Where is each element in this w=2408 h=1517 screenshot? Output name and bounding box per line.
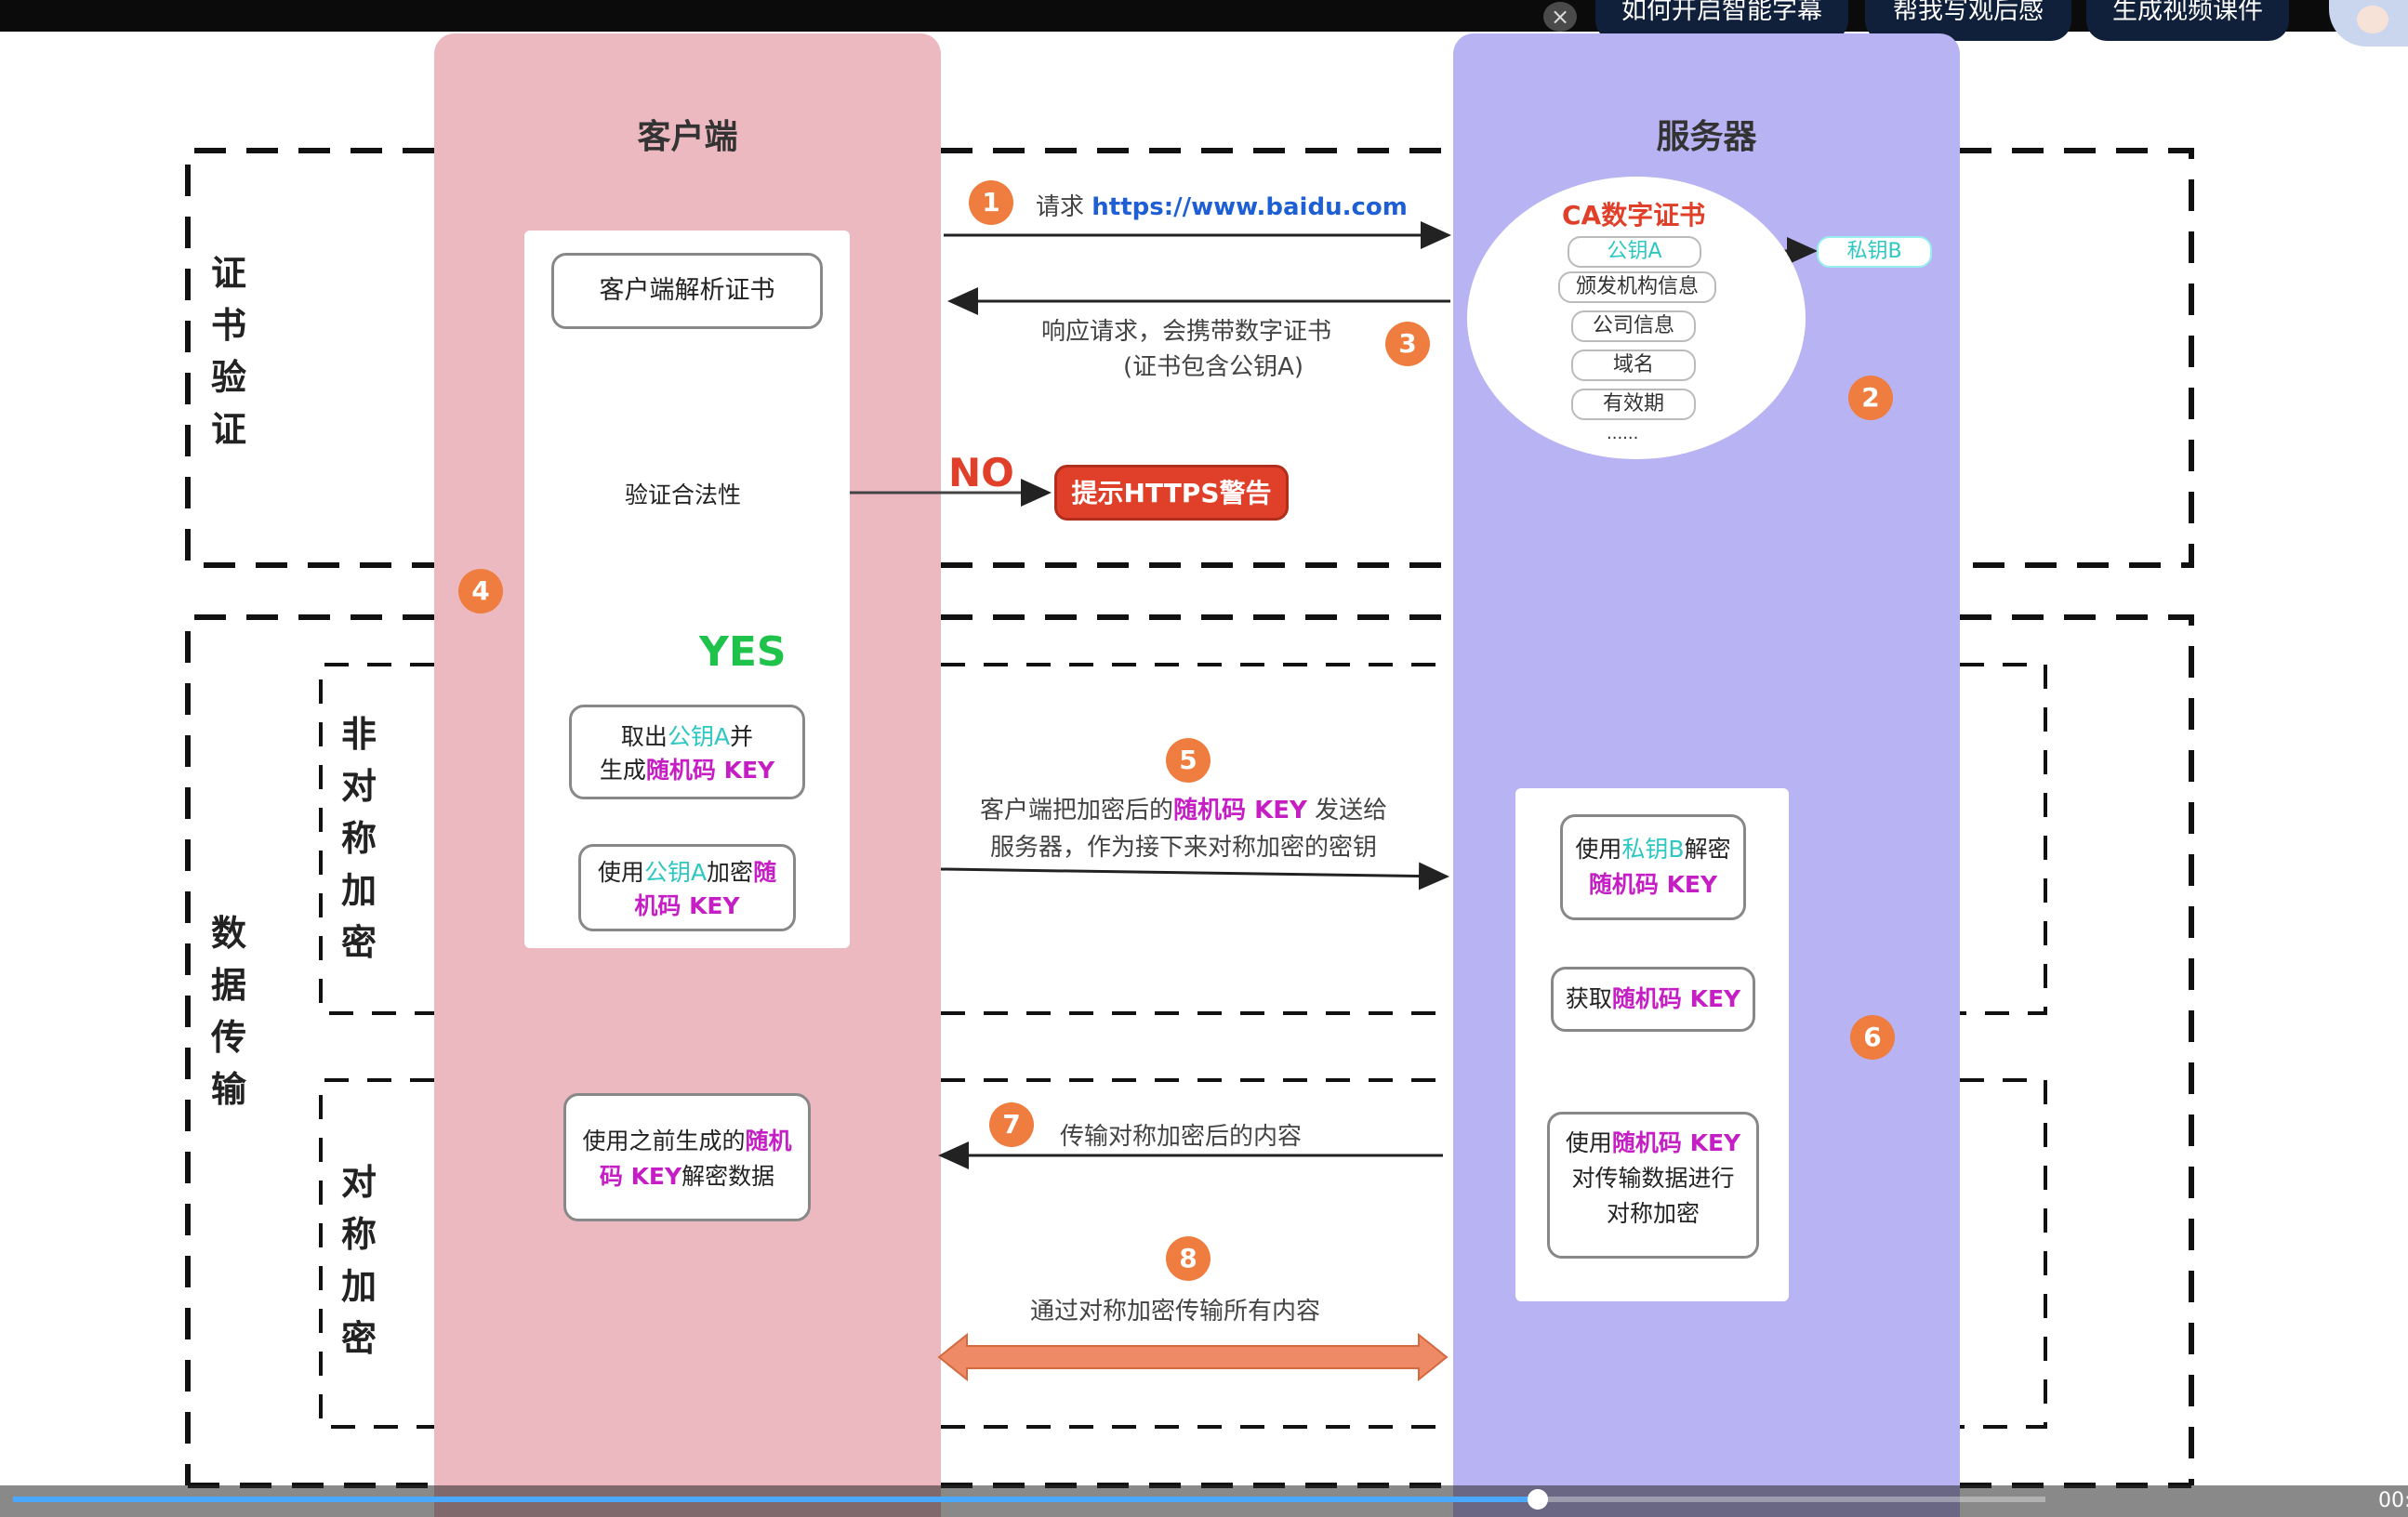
step1-text: 请求 https://www.baidu.com	[1036, 193, 1408, 221]
step-badge-4: 4	[458, 569, 503, 613]
ca-item-public-key: 公钥A	[1568, 236, 1701, 268]
private-key-b: 私钥B	[1817, 236, 1932, 268]
ca-item-validity: 有效期	[1571, 389, 1696, 420]
client-title: 客户端	[637, 118, 738, 156]
step3-text: 响应请求，会携带数字证书(证书包含公钥A)	[1041, 318, 1332, 381]
yes-label: YES	[699, 628, 787, 676]
symmetric-transfer-arrow	[937, 1332, 1449, 1382]
ca-item-company: 公司信息	[1571, 310, 1696, 342]
close-icon[interactable]: ×	[1543, 2, 1577, 32]
step8-text: 通过对称加密传输所有内容	[1030, 1298, 1321, 1326]
progress-fill	[13, 1497, 1538, 1502]
step-badge-6: 6	[1850, 1015, 1895, 1060]
step-badge-5: 5	[1166, 738, 1211, 783]
client-process-panel	[524, 231, 850, 948]
no-label: NO	[948, 450, 1014, 495]
ca-item-more: ......	[1607, 424, 1639, 443]
section-asym-label: 非对称加密	[340, 714, 377, 963]
section-sym-label: 对称加密	[340, 1162, 377, 1359]
step-badge-8: 8	[1166, 1236, 1211, 1281]
video-progress-area: 00:	[0, 1485, 2408, 1517]
server-title: 服务器	[1656, 118, 1757, 156]
section-data-label: 数据传输	[210, 913, 246, 1110]
time-display: 00:	[2378, 1489, 2408, 1512]
ca-item-issuer: 颁发机构信息	[1558, 271, 1716, 303]
extract-key-a-box: 取出公钥A并 生成随机码 KEY	[569, 705, 805, 799]
step-badge-2: 2	[1848, 376, 1893, 420]
client-decrypt-box: 使用之前生成的随机 码 KEY解密数据	[563, 1093, 811, 1221]
step7-text: 传输对称加密后的内容	[1060, 1123, 1303, 1151]
server-decrypt-box: 使用私钥B解密 随机码 KEY	[1560, 814, 1746, 920]
progress-thumb[interactable]	[1527, 1489, 1548, 1510]
ca-title: CA数字证书	[1562, 200, 1706, 231]
generate-courseware-button[interactable]: 生成视频课件	[2086, 0, 2289, 41]
https-warning-box: 提示HTTPS警告	[1054, 465, 1289, 521]
step5-text: 客户端把加密后的随机码 KEY 发送给 服务器，作为接下来对称加密的密钥	[980, 797, 1388, 862]
step-badge-7: 7	[989, 1102, 1034, 1147]
encrypt-with-key-a-box: 使用公钥A加密随 机码 KEY	[578, 844, 796, 931]
section-cert-label: 证书验证	[210, 253, 246, 450]
client-parse-cert-box: 客户端解析证书	[551, 253, 823, 329]
ca-item-domain: 域名	[1571, 350, 1696, 381]
step-badge-1: 1	[969, 180, 1013, 225]
verify-label: 验证合法性	[625, 481, 742, 508]
server-encrypt-box: 使用随机码 KEY 对传输数据进行 对称加密	[1547, 1112, 1759, 1259]
step-badge-3: 3	[1385, 322, 1430, 366]
server-get-key-box: 获取随机码 KEY	[1551, 967, 1755, 1032]
